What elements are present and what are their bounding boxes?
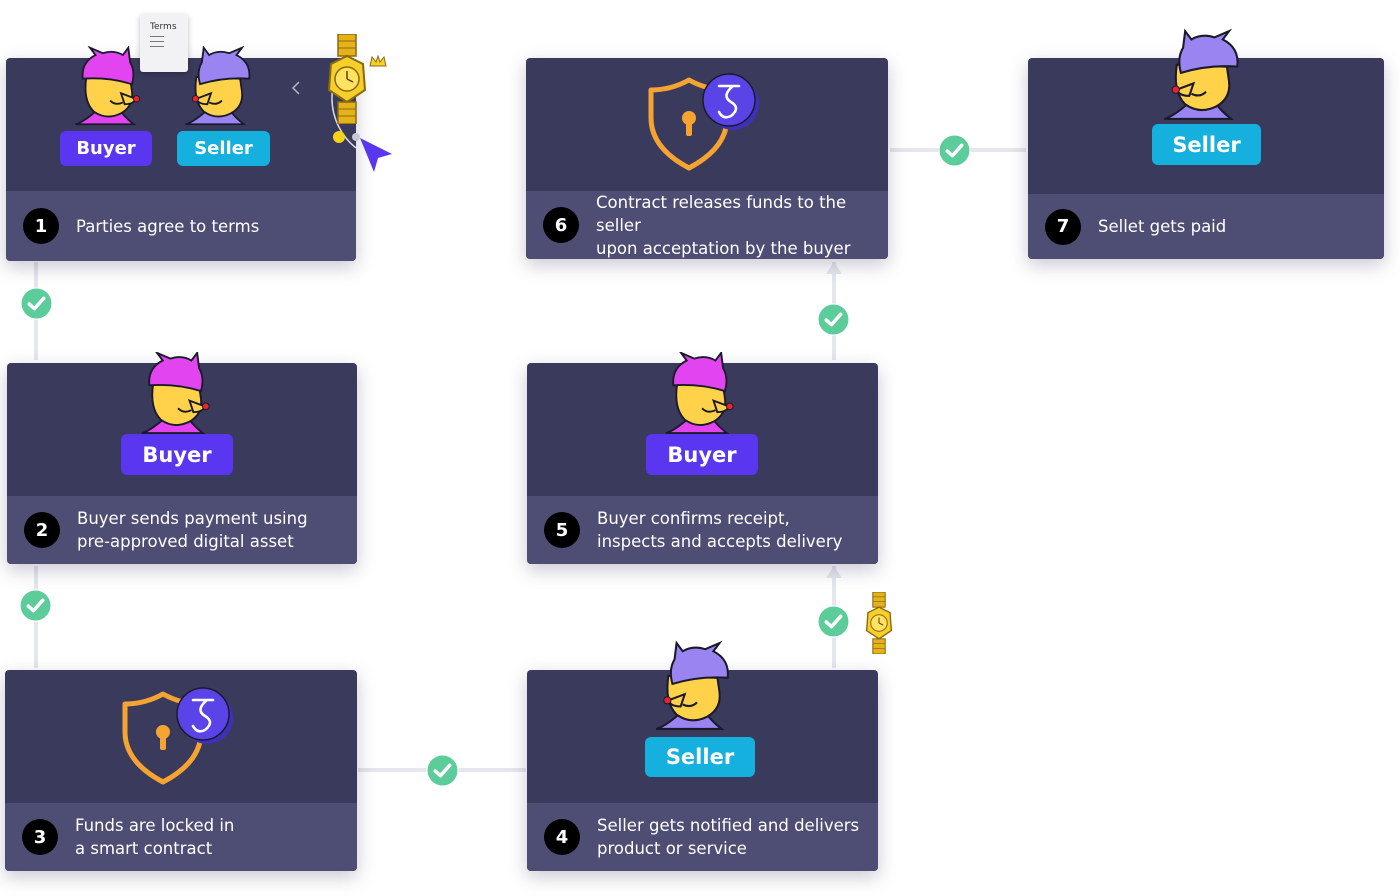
arrow-head-to-step-6: [826, 262, 842, 274]
step-3-caption-bar: 3 Funds are locked in a smart contract: [5, 803, 357, 871]
step-2-caption-bar: 2 Buyer sends payment using pre-approved…: [7, 496, 357, 564]
step-5-caption: Buyer confirms receipt, inspects and acc…: [597, 509, 843, 551]
crown-icon: [369, 55, 387, 67]
watch-icon: [327, 34, 367, 124]
seller-fox-icon: [1158, 28, 1252, 122]
step-6-caption-bar: 6 Contract releases funds to the seller …: [526, 191, 888, 259]
cursor-arrow-icon: [360, 138, 392, 172]
step-6-caption: Contract releases funds to the seller up…: [596, 192, 851, 258]
watch-icon: [864, 592, 894, 654]
step-4-caption-bar: 4 Seller gets notified and delivers prod…: [527, 803, 878, 871]
arrow-head-to-step-5: [826, 566, 842, 578]
seller-fox-icon: [180, 46, 262, 126]
buyer-badge: Buyer: [646, 434, 758, 475]
buyer-badge: Buyer: [121, 434, 233, 475]
shield-coin-icon: [636, 72, 766, 172]
check-icon-2-3: [19, 589, 52, 622]
buyer-fox-icon: [660, 352, 746, 434]
terms-document-icon: Terms: [140, 14, 188, 72]
check-icon-6-7: [938, 134, 971, 167]
check-icon-5-6: [817, 303, 850, 336]
step-6-number: 6: [543, 207, 579, 243]
step-1-caption-bar: 1 Parties agree to terms: [6, 191, 356, 261]
seller-fox-icon: [650, 640, 742, 732]
check-icon-1-2: [20, 287, 53, 320]
seller-badge: Seller: [1152, 124, 1261, 165]
step-2-number: 2: [24, 512, 60, 548]
seller-badge: Seller: [177, 131, 270, 166]
step-7-number: 7: [1045, 208, 1081, 245]
seller-badge: Seller: [645, 737, 755, 777]
step-1-number: 1: [23, 208, 59, 244]
step-4-number: 4: [544, 819, 580, 855]
buyer-badge: Buyer: [60, 131, 152, 166]
step-3-number: 3: [22, 819, 58, 855]
step-3-caption: Funds are locked in a smart contract: [75, 816, 235, 858]
check-icon-4-5: [817, 605, 850, 638]
step-5-caption-bar: 5 Buyer confirms receipt, inspects and a…: [527, 496, 878, 564]
terms-document-label: Terms: [150, 22, 177, 32]
step-1-caption: Parties agree to terms: [76, 216, 260, 236]
step-7-caption-bar: 7 Sellet gets paid: [1028, 194, 1384, 259]
shield-coin-icon: [110, 686, 240, 786]
step-4-caption: Seller gets notified and delivers produc…: [597, 816, 860, 858]
step-2-caption: Buyer sends payment using pre-approved d…: [77, 509, 308, 551]
step-5-number: 5: [544, 512, 580, 548]
buyer-fox-icon: [136, 352, 222, 434]
check-icon-3-4: [426, 754, 459, 787]
step-7-caption: Sellet gets paid: [1098, 217, 1227, 236]
